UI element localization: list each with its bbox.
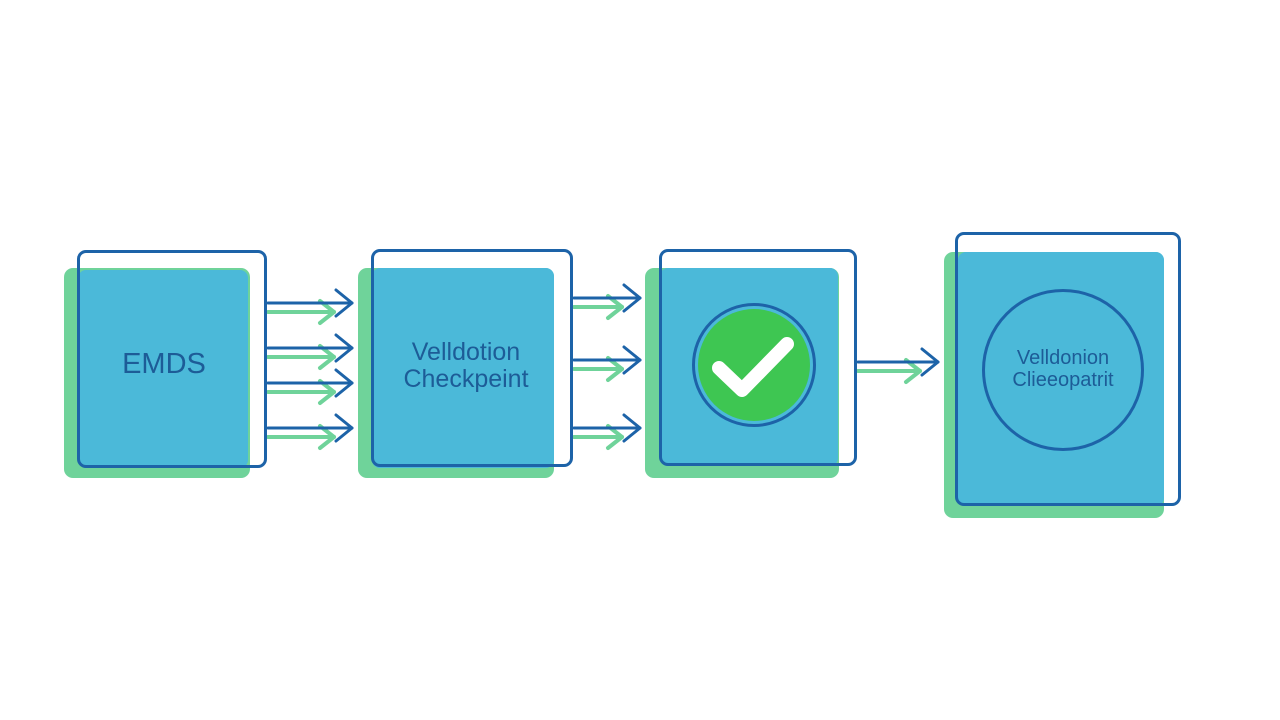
arrow-head-shadow [606, 356, 624, 382]
arrow-head-icon [920, 347, 940, 377]
arrow-head-icon [334, 368, 354, 398]
node-label-line: Velldonion [1016, 347, 1110, 370]
arrow-head-icon [334, 288, 354, 318]
node-label-emds: EMDS [78, 270, 250, 460]
arrow-head-shadow [318, 344, 336, 370]
node-label-validation-checkpoint: Velldotion Checkpeint [374, 268, 558, 464]
arrow-head-shadow [606, 424, 624, 450]
node-label-line: Velldotion [411, 338, 521, 366]
checkmark-glyph [698, 309, 810, 421]
node-label-line: Checkpeint [403, 365, 529, 393]
arrow-head-icon [622, 345, 642, 375]
arrow-head-icon [334, 413, 354, 443]
checkmark-icon [692, 303, 816, 427]
arrow-head-icon [622, 283, 642, 313]
connector-validation-checkpoint-to-check [572, 283, 642, 450]
arrow-head-shadow [318, 424, 336, 450]
connector-check-to-validation-checkpoint-circle [856, 347, 940, 384]
node-frame [659, 249, 857, 466]
arrow-head-shadow [606, 294, 624, 320]
node-frame [371, 249, 573, 467]
arrow-head-icon [622, 413, 642, 443]
connector-emds-to-validation-checkpoint [266, 288, 354, 450]
arrow-head-shadow [318, 379, 336, 405]
arrow-head-shadow [904, 358, 922, 384]
node-label-line: Clieeopatrit [1012, 369, 1114, 391]
node-fill [372, 268, 554, 468]
circle-outline [982, 289, 1144, 451]
arrow-head-shadow [318, 299, 336, 325]
arrow-head-icon [334, 333, 354, 363]
node-fill [78, 270, 248, 468]
node-label-validation-checkpoint-circle: Velldonion Clieeopatrit [982, 289, 1144, 451]
node-frame [77, 250, 267, 468]
node-label-line: EMDS [122, 348, 206, 381]
node-frame [955, 232, 1181, 506]
